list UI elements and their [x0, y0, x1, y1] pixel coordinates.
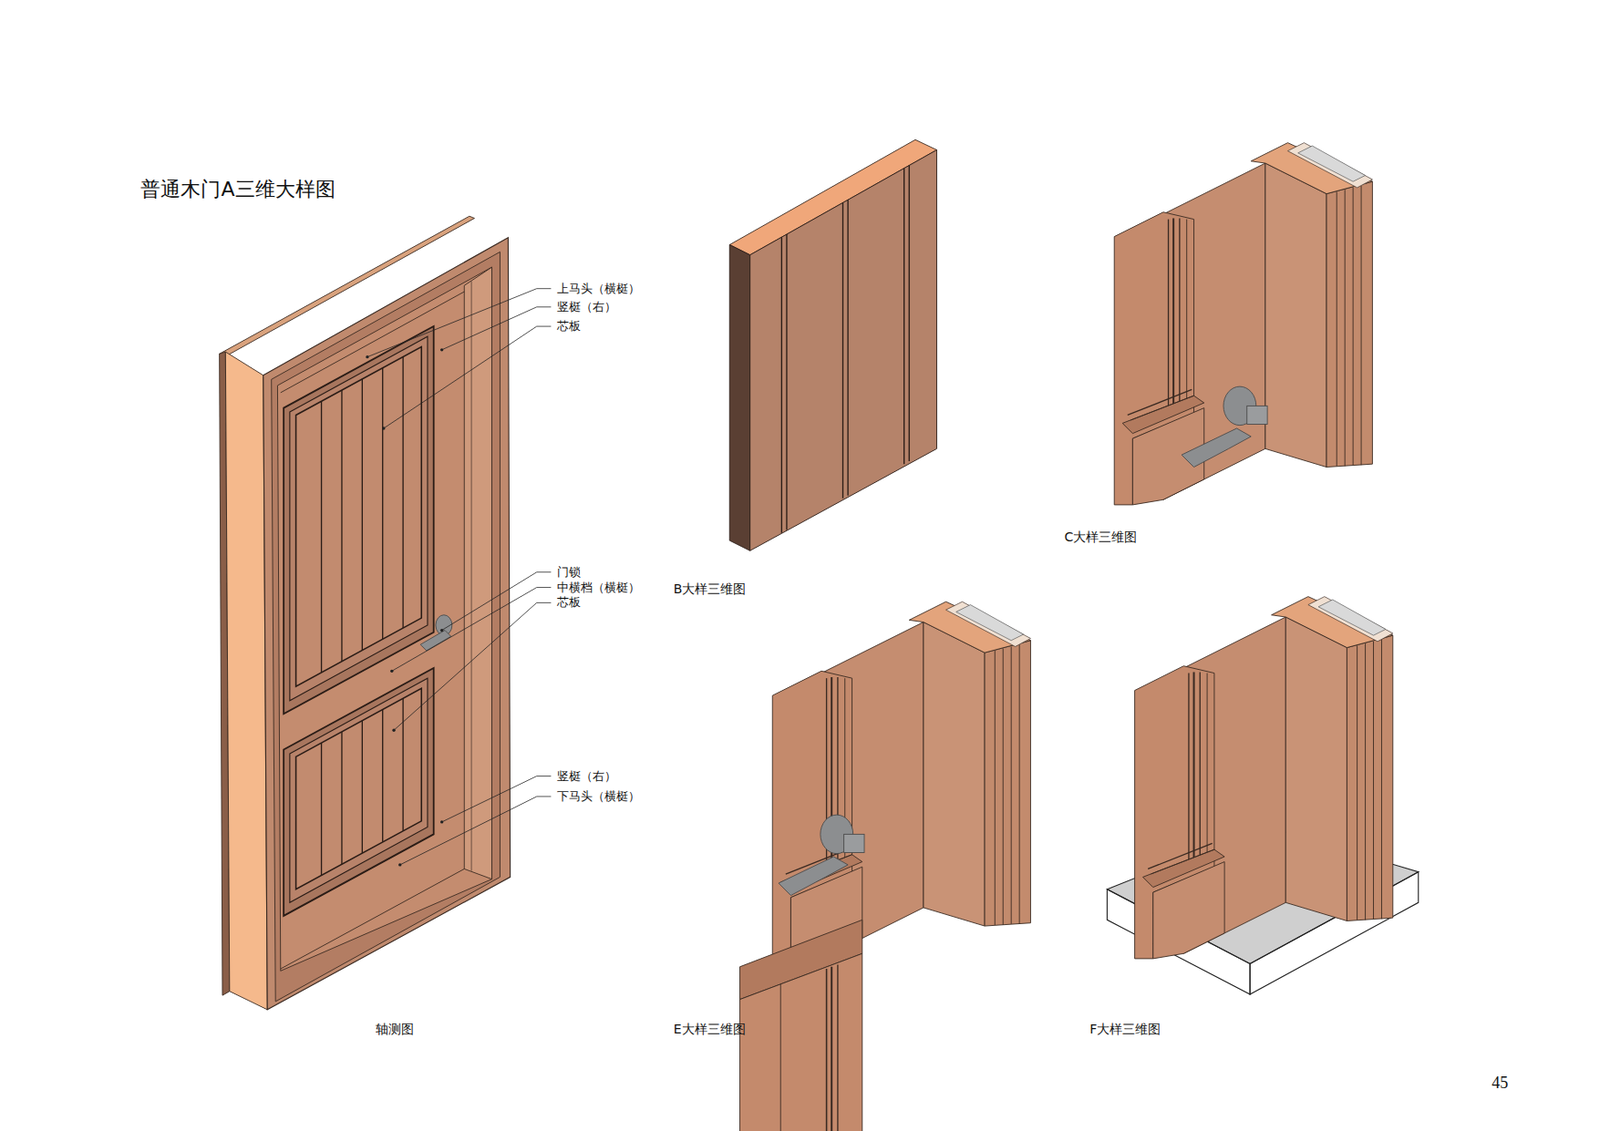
view-caption: E大样三维图 — [673, 1021, 746, 1037]
view-caption: 轴测图 — [375, 1021, 414, 1037]
callout-label: 下马头（横梃） — [557, 790, 640, 805]
callout-label: 竖梃（右） — [557, 299, 617, 314]
callout-label: 芯板 — [557, 596, 581, 610]
drawing-title: 普通木门A三维大样图 — [140, 178, 335, 202]
view-caption: B大样三维图 — [673, 581, 747, 597]
callout-label: 门锁 — [557, 565, 581, 579]
view-caption: F大样三维图 — [1089, 1021, 1161, 1037]
callout-label: 上马头（横梃） — [557, 281, 640, 296]
page-number: 45 — [1491, 1073, 1508, 1093]
callout-label: 中横档（横梃） — [557, 580, 640, 595]
callout-label: 芯板 — [557, 320, 581, 334]
view-caption: C大样三维图 — [1063, 529, 1137, 545]
callout-label: 竖梃（右） — [557, 769, 617, 784]
